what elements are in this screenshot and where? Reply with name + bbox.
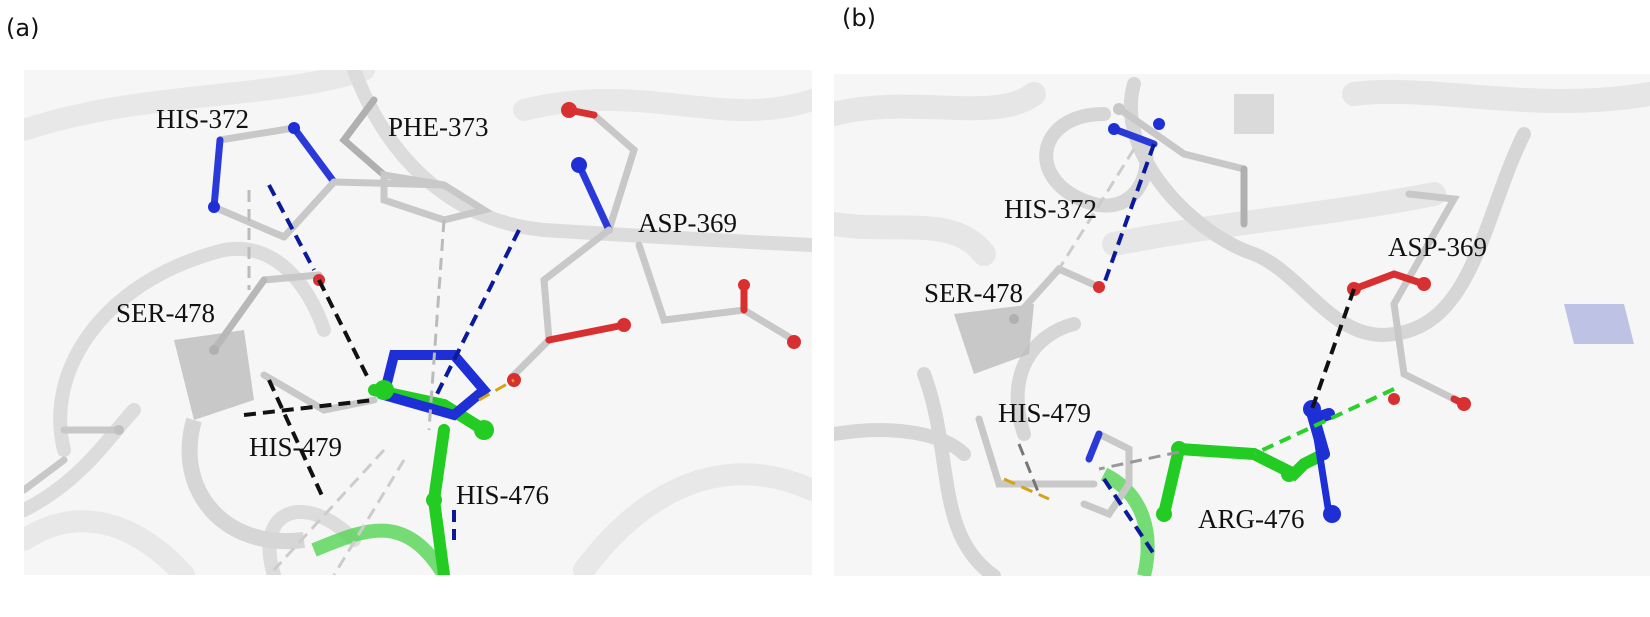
residue-label-asp-369: ASP-369 <box>1388 232 1488 262</box>
residue-label-ser-478: SER-478 <box>116 298 216 328</box>
panel-b-structure: HIS-372 SER-478 ASP-369 HIS-479 ARG-476 <box>834 74 1650 576</box>
panel-a-molecule-render <box>24 70 812 575</box>
panel-b-label: (b) <box>842 4 876 32</box>
panel-b-molecule-render <box>834 77 1650 576</box>
residue-label-ser-478: SER-478 <box>924 278 1024 308</box>
residue-label-asp-369: ASP-369 <box>638 208 738 238</box>
residue-label-his-476: HIS-476 <box>456 480 549 510</box>
residue-label-arg-476: ARG-476 <box>1198 504 1305 534</box>
residue-label-his-372: HIS-372 <box>1004 194 1097 224</box>
residue-label-his-372: HIS-372 <box>156 104 249 134</box>
residue-label-his-479: HIS-479 <box>249 432 342 462</box>
panel-a-label: (a) <box>6 14 40 42</box>
residue-label-his-479: HIS-479 <box>998 398 1091 428</box>
panel-a-structure: HIS-372 PHE-373 ASP-369 SER-478 HIS-479 … <box>24 70 812 575</box>
residue-label-phe-373: PHE-373 <box>388 112 489 142</box>
